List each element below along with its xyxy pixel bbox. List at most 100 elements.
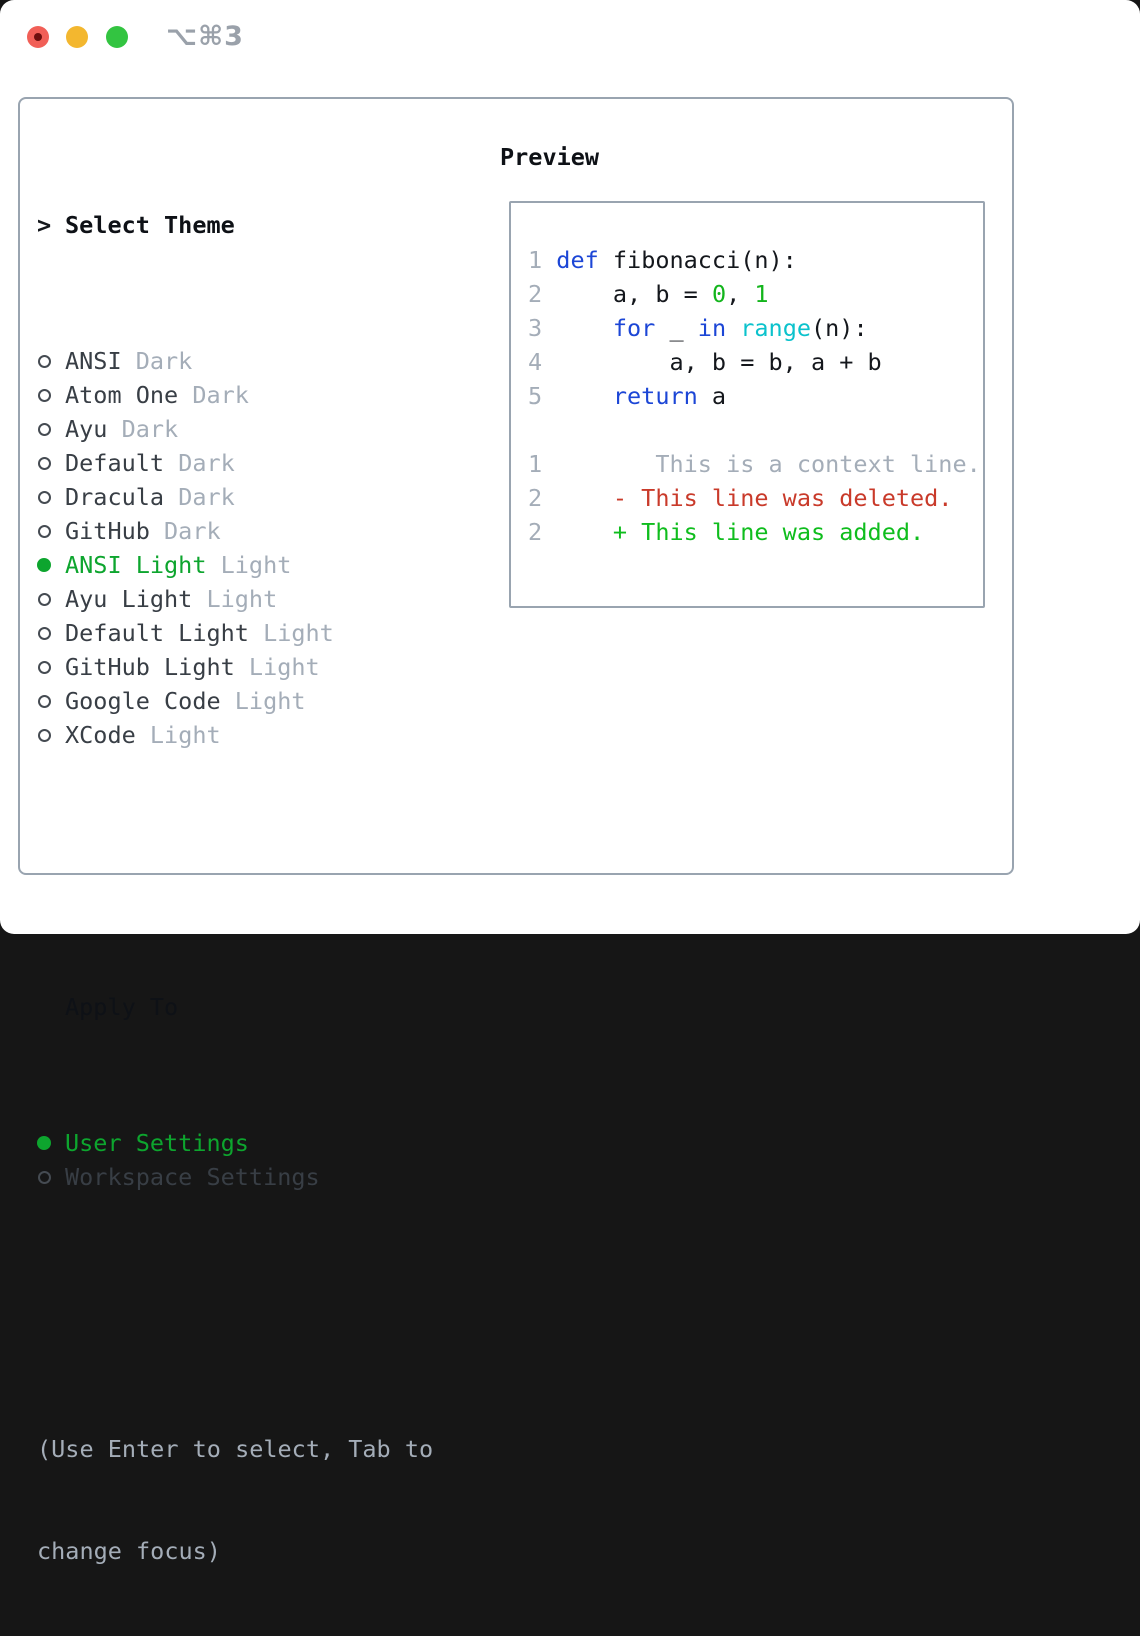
- radio-icon[interactable]: [38, 456, 51, 470]
- radio-icon[interactable]: [38, 728, 51, 742]
- theme-option[interactable]: ANSI Light Light: [37, 548, 487, 582]
- option-label: User Settings: [65, 1129, 249, 1157]
- code-segment: return: [612, 382, 698, 410]
- bullet-box: [37, 558, 65, 572]
- radio-icon[interactable]: [38, 354, 51, 368]
- theme-option[interactable]: ANSI Dark: [37, 344, 487, 378]
- line-number: 2: [528, 484, 557, 512]
- prompt-box: >: [37, 208, 65, 242]
- prompt-icon: >: [37, 211, 52, 239]
- option-label: GitHub Light: [65, 653, 235, 681]
- bullet-box: [37, 660, 65, 674]
- bullet-box: [37, 524, 65, 538]
- line-number: 3: [528, 314, 557, 342]
- option-label: Default Light: [65, 619, 249, 647]
- code-line: 2 - This line was deleted.: [528, 481, 983, 515]
- close-button[interactable]: [27, 26, 49, 48]
- radio-icon[interactable]: [38, 524, 51, 538]
- bullet-box: [37, 354, 65, 368]
- option-label: GitHub: [65, 517, 150, 545]
- code-line: 4 a, b = b, a + b: [528, 345, 983, 379]
- radio-icon[interactable]: [38, 1170, 51, 1184]
- theme-option[interactable]: Ayu Light Light: [37, 582, 487, 616]
- theme-option[interactable]: Atom One Dark: [37, 378, 487, 412]
- code-segment: (n):: [811, 314, 868, 342]
- theme-option[interactable]: Google Code Light: [37, 684, 487, 718]
- option-variant-label: Dark: [178, 381, 249, 409]
- radio-icon[interactable]: [38, 490, 51, 504]
- bullet-box: [37, 626, 65, 640]
- option-variant-label: Light: [220, 687, 306, 715]
- option-variant-label: Light: [135, 721, 221, 749]
- option-variant-label: Light: [234, 653, 320, 681]
- option-label: XCode: [65, 721, 136, 749]
- option-variant-label: Dark: [164, 449, 235, 477]
- radio-icon[interactable]: [38, 388, 51, 402]
- option-variant-label: Light: [192, 585, 278, 613]
- bullet-box: [37, 490, 65, 504]
- code-segment: [556, 382, 613, 410]
- option-variant-label: Dark: [164, 483, 235, 511]
- apply-to-header: Apply To: [37, 990, 487, 1024]
- code-segment: [556, 314, 613, 342]
- option-label: Default: [65, 449, 165, 477]
- apply-option[interactable]: Workspace Settings: [37, 1160, 487, 1194]
- bullet-box: [37, 592, 65, 606]
- theme-option[interactable]: Default Light Light: [37, 616, 487, 650]
- theme-option[interactable]: Ayu Dark: [37, 412, 487, 446]
- option-variant-label: Dark: [149, 517, 221, 545]
- bullet-box: [37, 728, 65, 742]
- code-line: 2 a, b = 0, 1: [528, 277, 983, 311]
- option-variant-label: Light: [206, 551, 292, 579]
- theme-option[interactable]: Dracula Dark: [37, 480, 487, 514]
- line-number: 4: [528, 348, 557, 376]
- code-segment: 1: [754, 280, 769, 308]
- radio-icon[interactable]: [38, 422, 51, 436]
- spacer: [37, 1296, 487, 1330]
- radio-selected-icon[interactable]: [37, 1136, 51, 1150]
- radio-selected-icon[interactable]: [37, 558, 51, 572]
- zoom-button[interactable]: [106, 26, 128, 48]
- code-segment: for: [612, 314, 656, 342]
- line-number: 1: [528, 450, 557, 478]
- code-segment: 0: [711, 280, 727, 308]
- line-number: 1: [528, 246, 557, 274]
- theme-option[interactable]: GitHub Light Light: [37, 650, 487, 684]
- code-segment: range: [740, 314, 811, 342]
- theme-option[interactable]: GitHub Dark: [37, 514, 487, 548]
- bullet-box: [37, 694, 65, 708]
- code-segment: + This line was added.: [556, 518, 925, 546]
- code-segment: in: [697, 314, 727, 342]
- radio-icon[interactable]: [38, 694, 51, 708]
- code-line: 1 def fibonacci(n):: [528, 243, 983, 277]
- unsaved-changes-dot-icon: [34, 33, 42, 41]
- option-variant-label: Dark: [107, 415, 179, 443]
- select-theme-title: Select Theme: [65, 211, 235, 239]
- code-segment: This is a context line.: [556, 450, 981, 478]
- option-label: Workspace Settings: [65, 1163, 320, 1191]
- code-segment: ,: [726, 280, 755, 308]
- code-segment: fibonacci(n):: [598, 246, 797, 274]
- option-label: Ayu: [65, 415, 108, 443]
- radio-icon[interactable]: [38, 626, 51, 640]
- select-theme-header: > Select Theme: [37, 208, 487, 242]
- option-label: Google Code: [65, 687, 221, 715]
- radio-icon[interactable]: [38, 660, 51, 674]
- minimize-button[interactable]: [66, 26, 88, 48]
- theme-option[interactable]: XCode Light: [37, 718, 487, 752]
- option-label: Atom One: [65, 381, 179, 409]
- preview-title: Preview: [500, 143, 600, 171]
- code-segment: - This line was deleted.: [556, 484, 953, 512]
- radio-icon[interactable]: [38, 592, 51, 606]
- bullet-box: [37, 1136, 65, 1150]
- option-label: ANSI Light: [65, 551, 207, 579]
- window-shortcut-label: ⌥⌘3: [166, 21, 244, 52]
- apply-option[interactable]: User Settings: [37, 1126, 487, 1160]
- theme-option[interactable]: Default Dark: [37, 446, 487, 480]
- bullet-box: [37, 456, 65, 470]
- bullet-box: [37, 1170, 65, 1184]
